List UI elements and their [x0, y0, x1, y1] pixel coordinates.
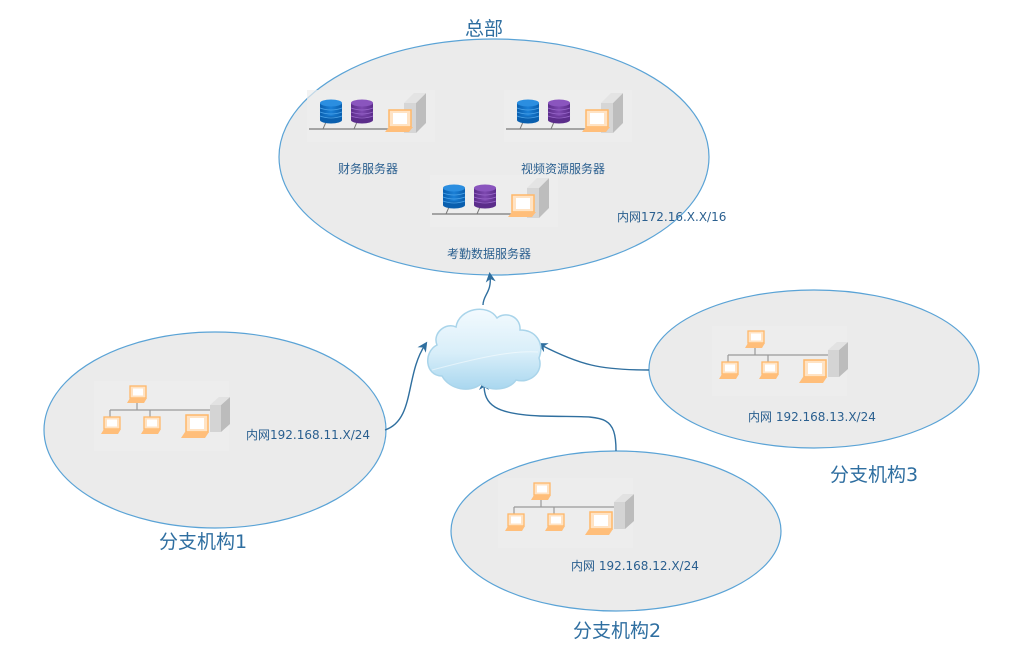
- finance-server-icon: [306, 89, 436, 143]
- branch-2-zone: [450, 450, 782, 612]
- branch-3-title: 分支机构3: [830, 464, 919, 486]
- branch-2-network-label: 内网 192.168.12.X/24: [571, 559, 699, 573]
- finance-server-label: 财务服务器: [338, 162, 399, 176]
- connector-branch3-to-cloud: [537, 343, 650, 371]
- attendance-server-label: 考勤数据服务器: [447, 247, 532, 261]
- attendance-server-icon: [429, 174, 559, 228]
- branch-1-title: 分支机构1: [159, 531, 248, 553]
- branch-2-lan-icon: [497, 477, 635, 549]
- connector-cloud-to-hq: [482, 272, 496, 306]
- branch-3-lan-icon: [711, 325, 849, 397]
- video-server-icon: [503, 89, 633, 143]
- branch-3-zone: [648, 289, 980, 449]
- headquarters-ellipse: [278, 38, 710, 276]
- headquarters-title: 总部: [465, 18, 504, 40]
- headquarters-zone: [278, 38, 710, 276]
- video-server-label: 视频资源服务器: [521, 162, 606, 176]
- branch-3-network-label: 内网 192.168.13.X/24: [748, 410, 876, 424]
- branch-1-network-label: 内网192.168.11.X/24: [246, 428, 371, 442]
- branch-1-lan-icon: [93, 380, 231, 452]
- headquarters-network-label: 内网172.16.X.X/16: [617, 210, 727, 224]
- branch-2-title: 分支机构2: [573, 620, 662, 642]
- internet-cloud-icon: [427, 308, 542, 390]
- connector-branch1-to-cloud: [384, 341, 428, 431]
- connector-branch2-to-cloud: [479, 380, 617, 452]
